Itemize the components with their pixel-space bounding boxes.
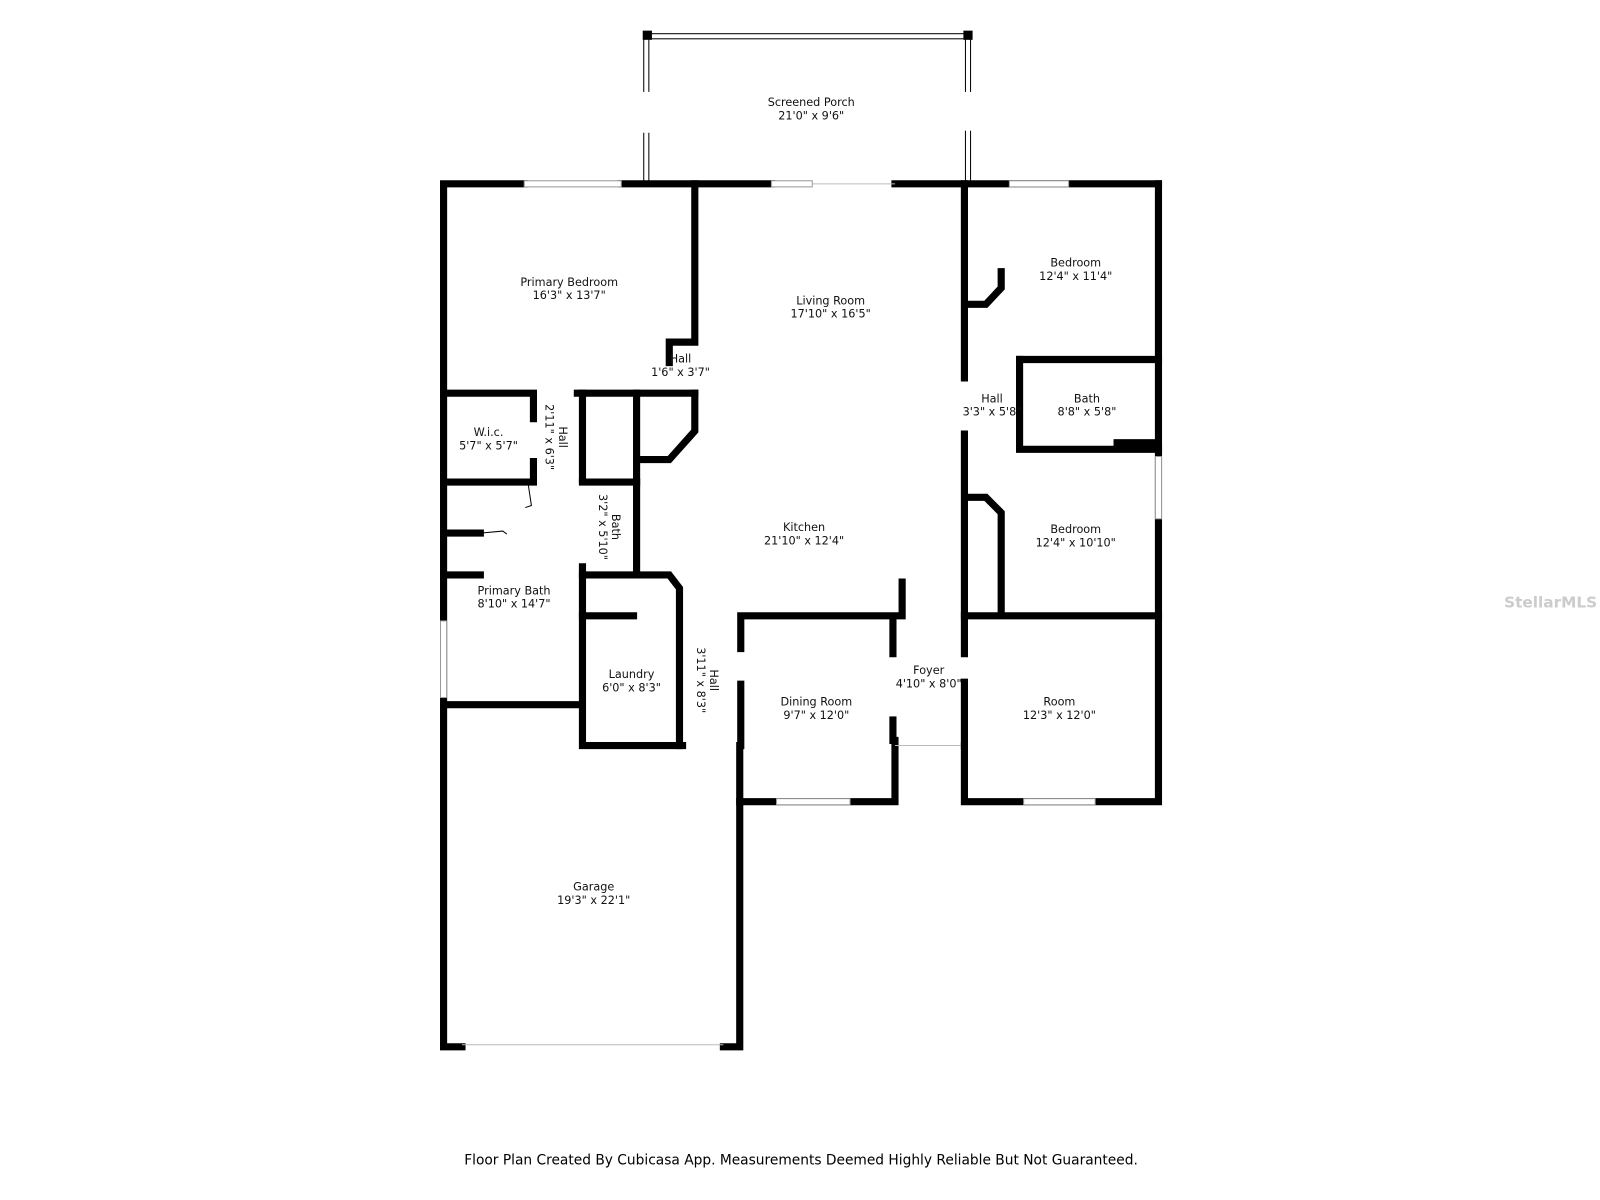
primary-bath-name: Primary Bath — [478, 584, 551, 597]
living-name: Living Room — [796, 294, 865, 307]
bath-small-name: Bath — [609, 514, 622, 540]
laundry-name: Laundry — [609, 668, 655, 681]
laundry-dims: 6'0" x 8'3" — [602, 681, 661, 694]
porch-dims: 21'0" x 9'6" — [778, 109, 844, 122]
primary-bedroom-dims: 16'3" x 13'7" — [533, 289, 606, 302]
wic-name: W.i.c. — [474, 426, 504, 439]
bedroom2-dims: 12'4" x 10'10" — [1036, 536, 1116, 549]
dining-name: Dining Room — [780, 696, 852, 709]
watermark: StellarMLS — [1504, 594, 1597, 612]
hall3-name: Hall — [707, 669, 720, 691]
hall-right-name: Hall — [981, 392, 1003, 405]
room-dims: 12'3" x 12'0" — [1023, 709, 1096, 722]
bedroom2-name: Bedroom — [1050, 523, 1101, 536]
bedroom1-dims: 12'4" x 11'4" — [1039, 270, 1112, 283]
hall1-name: Hall — [670, 353, 692, 366]
kitchen-dims: 21'10" x 12'4" — [764, 534, 844, 547]
living-dims: 17'10" x 16'5" — [791, 308, 871, 321]
bath-right-dims: 8'8" x 5'8" — [1058, 406, 1117, 419]
hall2-name: Hall — [556, 426, 569, 448]
hall-right-dims: 3'3" x 5'8" — [963, 406, 1022, 419]
bath-right-name: Bath — [1074, 392, 1100, 405]
hall2-dims: 2'11" x 6'3" — [543, 404, 556, 470]
room-labels: Screened Porch 21'0" x 9'6" Primary Bedr… — [459, 96, 1116, 907]
hall3-dims: 3'11" x 8'3" — [694, 647, 707, 713]
screened-porch-walls — [642, 30, 973, 183]
windows — [440, 180, 1163, 1046]
dining-dims: 9'7" x 12'0" — [783, 709, 849, 722]
room-name: Room — [1043, 696, 1075, 709]
bedroom1-name: Bedroom — [1050, 257, 1101, 270]
bath-small-dims: 3'2" x 5'10" — [596, 494, 609, 560]
garage-name: Garage — [573, 881, 614, 894]
interior-walls — [440, 180, 1163, 750]
footer-disclaimer: Floor Plan Created By Cubicasa App. Meas… — [464, 1152, 1138, 1168]
porch-name: Screened Porch — [768, 96, 855, 109]
wic-dims: 5'7" x 5'7" — [459, 439, 518, 452]
foyer-name: Foyer — [913, 664, 944, 677]
primary-bedroom-name: Primary Bedroom — [520, 276, 618, 289]
foyer-dims: 4'10" x 8'0" — [896, 677, 962, 690]
kitchen-name: Kitchen — [783, 521, 825, 534]
primary-bath-dims: 8'10" x 14'7" — [477, 598, 550, 611]
hall1-dims: 1'6" x 3'7" — [651, 366, 710, 379]
garage-dims: 19'3" x 22'1" — [557, 894, 630, 907]
